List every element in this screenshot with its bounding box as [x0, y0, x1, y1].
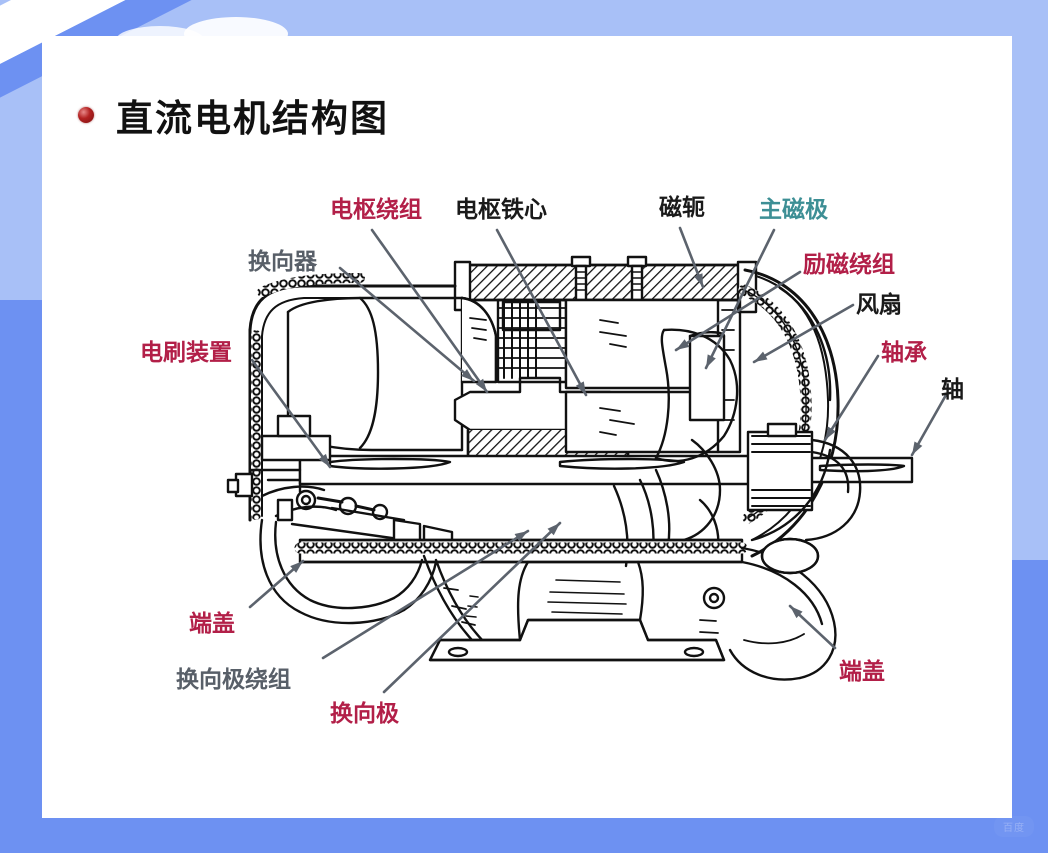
callout-label-fan: 风扇	[856, 291, 902, 318]
callout-label-interpole: 换向极	[330, 700, 399, 727]
callout-label-end-cover-right: 端盖	[839, 658, 885, 685]
callout-label-commutator: 换向器	[248, 248, 317, 275]
callout-label-main-pole: 主磁极	[759, 196, 828, 223]
callout-label-yoke: 磁轭	[659, 194, 705, 221]
bullet-icon	[78, 107, 94, 123]
callout-label-shaft: 轴	[941, 376, 964, 403]
callout-label-brush-gear: 电刷装置	[140, 339, 232, 366]
page-title: 直流电机结构图	[116, 96, 389, 140]
watermark: 百度	[994, 816, 1034, 837]
callout-label-end-cover-left: 端盖	[189, 610, 235, 637]
slide-title-row: 直流电机结构图	[78, 88, 389, 142]
callout-label-field-winding: 励磁绕组	[803, 251, 895, 278]
callout-label-armature-core: 电枢铁心	[455, 196, 547, 223]
callout-label-interpole-winding: 换向极绕组	[176, 666, 291, 693]
callout-label-bearing: 轴承	[881, 339, 927, 366]
callout-label-armature-winding: 电枢绕组	[330, 196, 422, 223]
